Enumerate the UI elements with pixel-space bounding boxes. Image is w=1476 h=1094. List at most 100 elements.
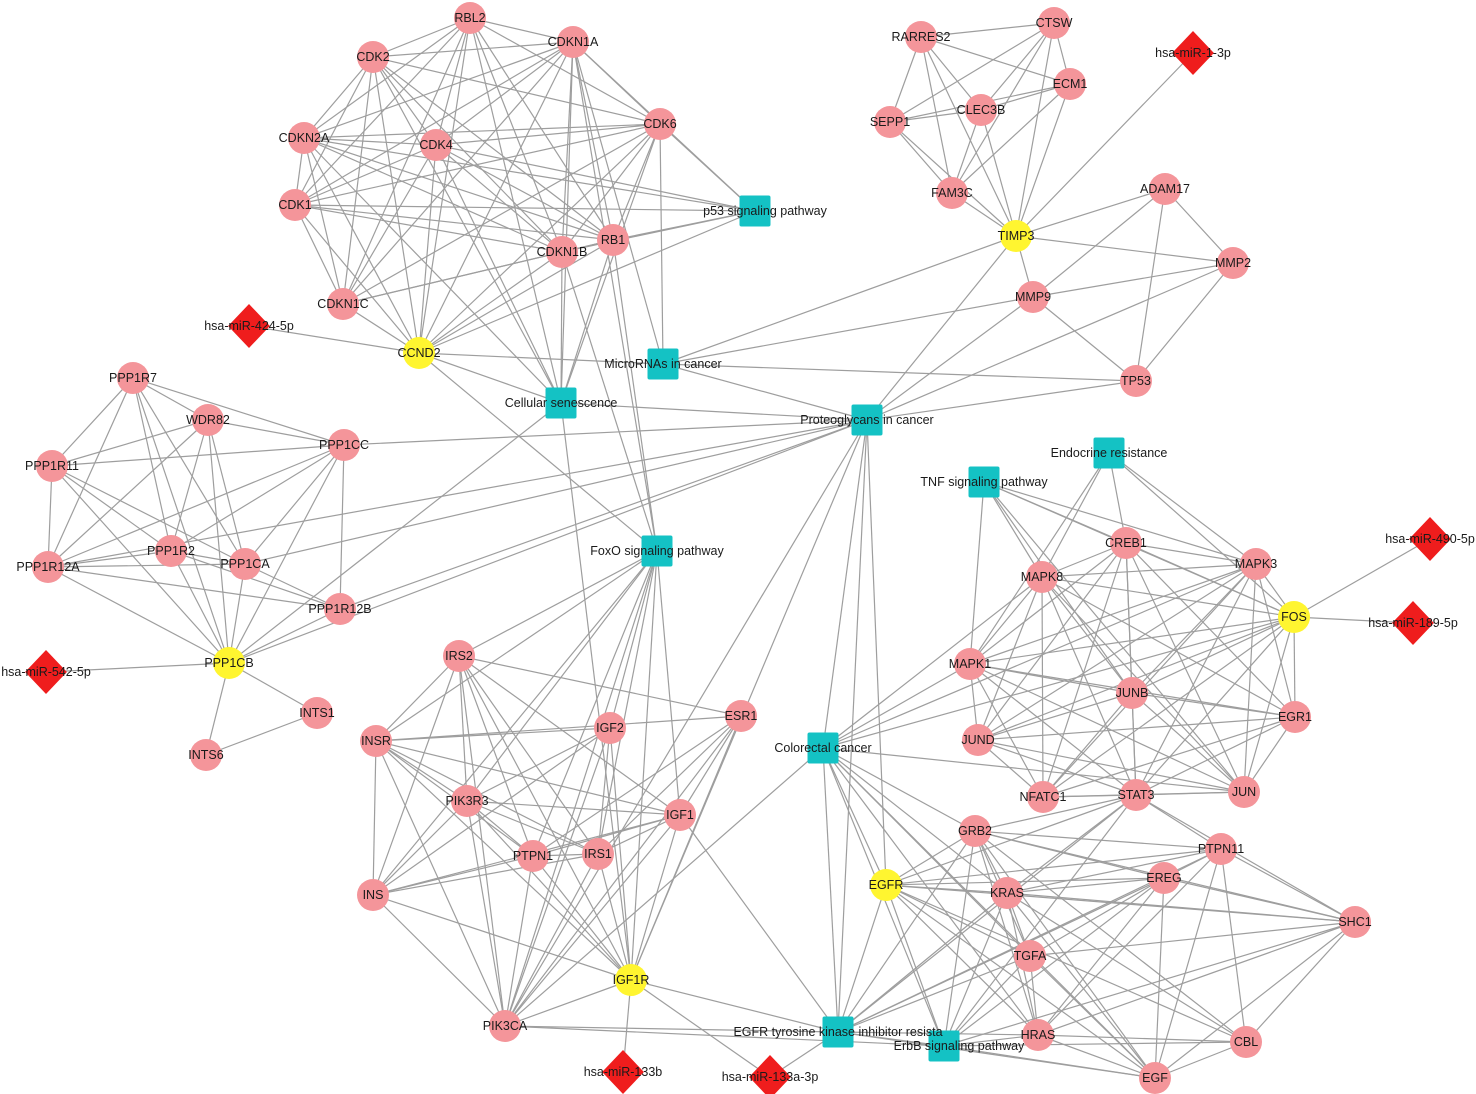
gene-node-ppp1r2[interactable] <box>155 535 187 567</box>
node-label-ptpn1: PTPN1 <box>513 849 553 863</box>
pathway-node-foxo-signaling-pathway[interactable] <box>641 535 673 567</box>
pathway-node-proteoglycans-in-cancer[interactable] <box>851 404 883 436</box>
hub-node-fos[interactable] <box>1278 601 1310 633</box>
pathway-node-colorectal-cancer[interactable] <box>807 732 839 764</box>
gene-node-ppp1r12a[interactable] <box>32 551 64 583</box>
edge-igf2-irs1 <box>597 727 611 855</box>
edge-colorectal-egf <box>822 747 1156 1079</box>
gene-node-wdr82[interactable] <box>192 404 224 436</box>
pathway-node-micrornas-in-cancer[interactable] <box>647 348 679 380</box>
gene-node-ereg[interactable] <box>1148 862 1180 894</box>
gene-node-ppp1ca[interactable] <box>229 548 261 580</box>
gene-node-ppp1r11[interactable] <box>36 450 68 482</box>
gene-node-cdk6[interactable] <box>644 108 676 140</box>
gene-node-ptpn1[interactable] <box>517 840 549 872</box>
edge-egfr-egfrtki <box>837 884 887 1033</box>
hub-node-timp3[interactable] <box>1000 220 1032 252</box>
pathway-node-p53-signaling-pathway[interactable] <box>739 195 771 227</box>
gene-node-fam3c[interactable] <box>936 177 968 209</box>
gene-node-cdkn1c[interactable] <box>327 288 359 320</box>
mirna-node-hsa-mir-133a-3p[interactable] <box>749 1055 791 1094</box>
gene-node-clec3b[interactable] <box>965 94 997 126</box>
gene-node-cdk1[interactable] <box>279 189 311 221</box>
gene-node-irs1[interactable] <box>582 838 614 870</box>
gene-node-stat3[interactable] <box>1120 779 1152 811</box>
gene-node-ctsw[interactable] <box>1038 7 1070 39</box>
gene-node-sepp1[interactable] <box>874 106 906 138</box>
gene-node-mapk3[interactable] <box>1240 548 1272 580</box>
gene-node-igf1[interactable] <box>664 799 696 831</box>
gene-node-ppp1cc[interactable] <box>328 429 360 461</box>
hub-node-igf1r[interactable] <box>615 964 647 996</box>
edge-timp3-mmp2 <box>1015 235 1234 264</box>
pathway-node-egfr-tyrosine-kinase-inhibitor-resista[interactable] <box>822 1016 854 1048</box>
gene-node-rb1[interactable] <box>597 224 629 256</box>
gene-node-cdkn2a[interactable] <box>288 122 320 154</box>
gene-node-ecm1[interactable] <box>1054 68 1086 100</box>
edge-cdkn2a-cdkn1c <box>303 137 344 305</box>
edge-mapk3-jund <box>977 563 1257 741</box>
edge-cdk2-senesc <box>372 56 562 404</box>
gene-node-egr1[interactable] <box>1279 701 1311 733</box>
gene-node-cdk4[interactable] <box>420 129 452 161</box>
gene-node-mmp2[interactable] <box>1217 247 1249 279</box>
mirna-node-hsa-mir-542-5p[interactable] <box>25 650 67 694</box>
mirna-node-hsa-mir-1-3p[interactable] <box>1172 31 1214 75</box>
mirna-node-hsa-mir-133b[interactable] <box>602 1050 644 1094</box>
mirna-node-hsa-mir-424-5p[interactable] <box>228 304 270 348</box>
gene-node-mmp9[interactable] <box>1017 281 1049 313</box>
edge-junb-jund <box>977 692 1133 741</box>
hub-node-ppp1cb[interactable] <box>213 647 245 679</box>
gene-node-adam17[interactable] <box>1149 173 1181 205</box>
gene-node-cbl[interactable] <box>1230 1026 1262 1058</box>
hub-node-ccnd2[interactable] <box>403 337 435 369</box>
gene-node-pik3ca[interactable] <box>489 1010 521 1042</box>
gene-node-irs2[interactable] <box>443 640 475 672</box>
gene-node-pik3r3[interactable] <box>451 785 483 817</box>
edge-jund-stat3 <box>977 739 1137 796</box>
gene-node-jun[interactable] <box>1228 776 1260 808</box>
gene-node-rbl2[interactable] <box>454 2 486 34</box>
gene-node-esr1[interactable] <box>725 700 757 732</box>
edge-rbl2-senesc <box>469 17 562 404</box>
pathway-node-cellular-senescence[interactable] <box>545 387 577 419</box>
gene-node-cdkn1a[interactable] <box>557 26 589 58</box>
edge-ppp1r7-ppp1cc <box>132 377 345 446</box>
edge-esr1-ptpn1 <box>532 715 742 857</box>
pathway-node-tnf-signaling-pathway[interactable] <box>968 466 1000 498</box>
node-label-ccnd2: CCND2 <box>397 346 440 360</box>
node-label-tgfa: TGFA <box>1014 949 1047 963</box>
gene-node-mapk8[interactable] <box>1026 561 1058 593</box>
gene-node-ptpn11[interactable] <box>1205 833 1237 865</box>
gene-node-shc1[interactable] <box>1339 906 1371 938</box>
gene-node-hras[interactable] <box>1022 1019 1054 1051</box>
gene-node-grb2[interactable] <box>959 815 991 847</box>
gene-node-egf[interactable] <box>1139 1062 1171 1094</box>
gene-node-nfatc1[interactable] <box>1027 781 1059 813</box>
edge-ppp1cb-ints1 <box>228 662 318 714</box>
gene-node-kras[interactable] <box>991 877 1023 909</box>
gene-node-ins[interactable] <box>357 879 389 911</box>
mirna-node-hsa-mir-189-5p[interactable] <box>1392 601 1434 645</box>
hub-node-egfr[interactable] <box>870 869 902 901</box>
gene-node-jund[interactable] <box>962 724 994 756</box>
gene-node-ints6[interactable] <box>190 739 222 771</box>
gene-node-tp53[interactable] <box>1120 365 1152 397</box>
gene-node-ints1[interactable] <box>301 697 333 729</box>
mirna-node-hsa-mir-490-5p[interactable] <box>1409 517 1451 561</box>
gene-node-igf2[interactable] <box>594 712 626 744</box>
gene-node-ppp1r7[interactable] <box>117 362 149 394</box>
gene-node-tgfa[interactable] <box>1014 940 1046 972</box>
gene-node-cdkn1b[interactable] <box>546 236 578 268</box>
gene-node-junb[interactable] <box>1116 677 1148 709</box>
edge-insr-ins <box>372 740 377 896</box>
gene-node-ppp1r12b[interactable] <box>324 593 356 625</box>
pathway-node-endocrine-resistance[interactable] <box>1093 437 1125 469</box>
gene-node-creb1[interactable] <box>1110 527 1142 559</box>
gene-node-rarres2[interactable] <box>905 21 937 53</box>
gene-node-mapk1[interactable] <box>954 648 986 680</box>
gene-node-cdk2[interactable] <box>357 41 389 73</box>
gene-node-insr[interactable] <box>360 725 392 757</box>
edge-rbl2-ccnd2 <box>418 17 471 354</box>
pathway-node-erbb-signaling-pathway[interactable] <box>928 1030 960 1062</box>
